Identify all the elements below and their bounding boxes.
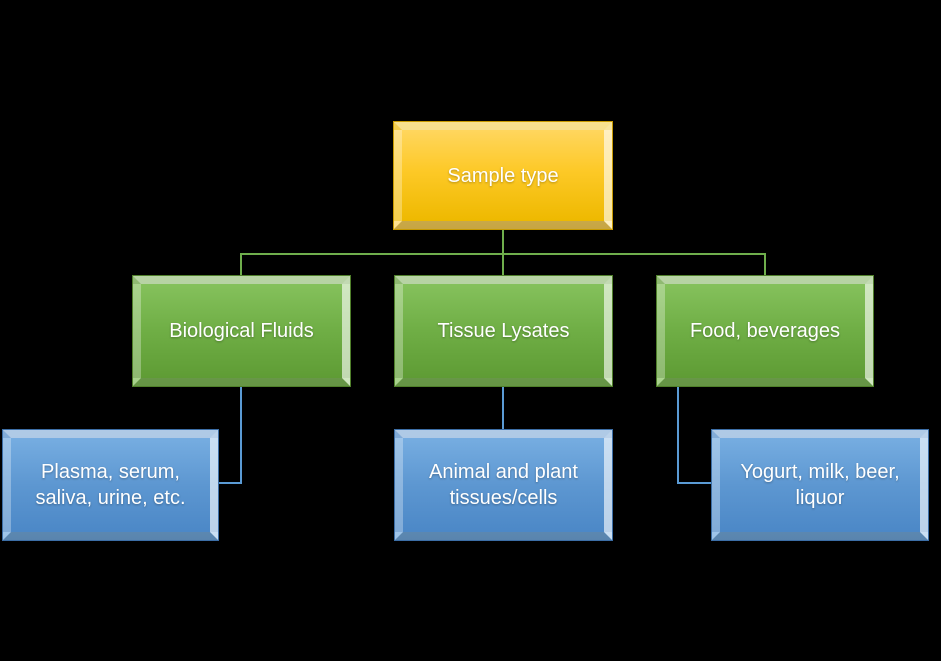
node-tissue-lysates: Tissue Lysates — [395, 276, 612, 386]
node-yogurt-milk: Yogurt, milk, beer, liquor — [712, 430, 928, 540]
node-food-beverages-label: Food, beverages — [689, 320, 841, 342]
connector-root-stem — [502, 228, 504, 255]
connector-drop-biological — [240, 253, 242, 277]
node-sample-type: Sample type — [394, 122, 612, 229]
node-biological-fluids: Biological Fluids — [133, 276, 350, 386]
node-plasma-serum: Plasma, serum, saliva, urine, etc. — [3, 430, 218, 540]
node-animal-plant-label: Animal and plant tissues/cells — [429, 461, 578, 509]
connector-food-to-yogurt-horizontal — [677, 482, 713, 484]
connector-drop-tissue — [502, 253, 504, 277]
connector-food-to-yogurt-vertical — [677, 385, 679, 484]
node-food-beverages: Food, beverages — [657, 276, 873, 386]
node-tissue-lysates-label: Tissue Lysates — [437, 320, 570, 342]
node-yogurt-milk-label: Yogurt, milk, beer, liquor — [740, 461, 900, 509]
connector-biological-to-plasma-vertical — [240, 385, 242, 484]
connector-tissue-to-animal-vertical — [502, 385, 504, 431]
connector-biological-to-plasma-horizontal — [218, 482, 242, 484]
node-sample-type-label: Sample type — [447, 164, 559, 187]
node-biological-fluids-label: Biological Fluids — [169, 320, 314, 342]
node-plasma-serum-label: Plasma, serum, saliva, urine, etc. — [35, 461, 186, 509]
connector-drop-food — [764, 253, 766, 277]
node-animal-plant: Animal and plant tissues/cells — [395, 430, 612, 540]
